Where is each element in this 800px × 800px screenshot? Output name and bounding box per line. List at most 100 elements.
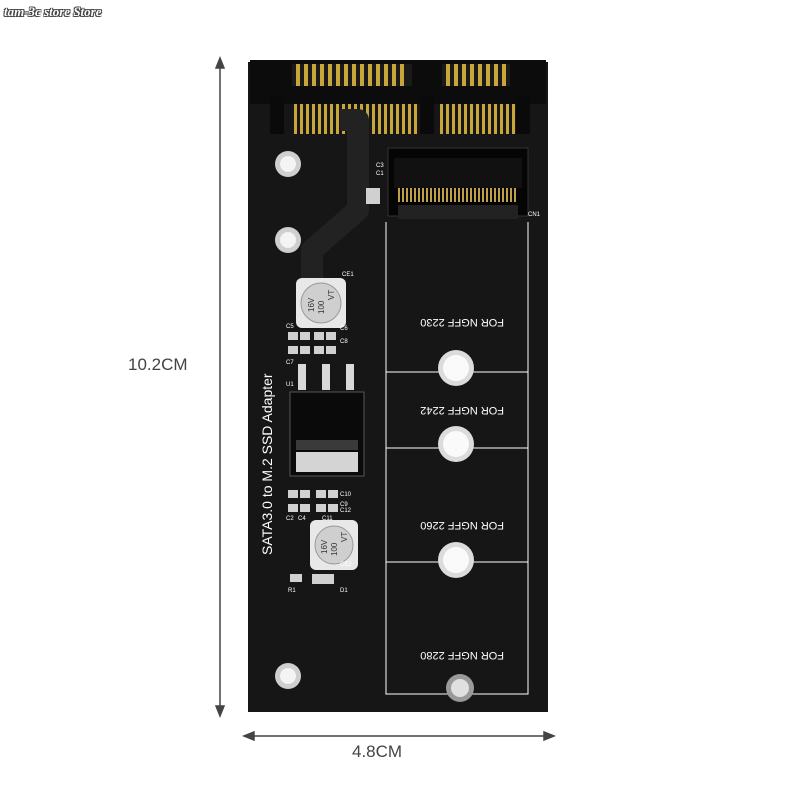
ce1-text-vt: VT [327,290,336,300]
connector-pin [320,64,324,86]
connector-pin [378,104,381,134]
connector-pin [486,64,490,86]
connector-pin [446,64,450,86]
connector-pin [318,104,321,134]
slot-label-2242: FOR NGFF 2242 [420,404,504,416]
ce2-text-100: 100 [330,542,339,556]
connector-pin [438,188,440,202]
connector-pin [294,104,297,134]
connector-pin [440,104,443,134]
designator-c4: C4 [298,516,306,522]
connector-pin [324,104,327,134]
board-title: SATA3.0 to M.2 SSD Adapter [259,373,275,555]
designator-c12: C12 [340,508,352,514]
connector-pin [446,188,448,202]
connector-pin [514,188,516,202]
connector-pin [478,188,480,202]
connector-pin [330,104,333,134]
width-dimension-label: 4.8CM [352,742,403,761]
connector-pin [406,188,408,202]
connector-pin [414,188,416,202]
store-watermark: tam-3c store Store [4,4,102,19]
height-dimension-line [214,55,226,719]
connector-pin [454,64,458,86]
connector-pin [486,188,488,202]
smd-components [288,188,380,584]
designator-c11: C11 [322,516,333,522]
connector-pin [344,64,348,86]
connector-pin [502,64,506,86]
designator-c6: C6 [340,326,348,332]
designator-c2: C2 [286,516,294,522]
slot-label-2280: FOR NGFF 2280 [420,649,504,661]
designator-u1: U1 [286,382,294,388]
connector-pin [360,64,364,86]
capacitor-ce2 [310,520,358,570]
connector-pin [418,188,420,202]
connector-pin [336,64,340,86]
connector-pin [476,104,479,134]
connector-pin [506,104,509,134]
connector-pin [454,188,456,202]
designator-d1: D1 [340,588,348,594]
connector-pin [434,188,436,202]
connector-pin [384,104,387,134]
designator-ce2: CE2 [340,562,352,568]
connector-pin [328,64,332,86]
connector-pin [506,188,508,202]
connector-pin [462,64,466,86]
connector-pin [452,104,455,134]
connector-pin [482,104,485,134]
connector-pin [488,104,491,134]
connector-pin [494,64,498,86]
width-dimension-line [241,730,557,742]
pcb-board: SATA3.0 to M.2 SSD Adapter FOR NGFF 2230… [248,60,548,712]
connector-pin [430,188,432,202]
designator-ce1: CE1 [342,272,354,278]
connector-pin [368,64,372,86]
ce2-text-16v: 16V [320,539,329,554]
connector-pin [510,188,512,202]
designator-c5: C5 [286,324,294,330]
connector-pin [392,64,396,86]
connector-pin [474,188,476,202]
connector-pin [376,64,380,86]
designator-c9: C9 [340,502,348,508]
slot-label-2230: FOR NGFF 2230 [420,316,504,328]
connector-pin [470,64,474,86]
connector-pin [502,188,504,202]
connector-pin [490,188,492,202]
connector-pin [500,104,503,134]
slot-label-2260: FOR NGFF 2260 [420,519,504,531]
capacitor-ce1 [296,278,346,328]
connector-pin [470,188,472,202]
connector-pin [450,188,452,202]
connector-pin [402,188,404,202]
connector-pin [312,64,316,86]
connector-pin [458,188,460,202]
connector-pin [512,104,515,134]
connector-pin [396,104,399,134]
connector-pin [498,188,500,202]
designator-r1: R1 [288,588,296,594]
connector-pin [402,104,405,134]
connector-pin [408,104,411,134]
connector-pin [398,188,400,202]
connector-pin [410,188,412,202]
designator-c8: C8 [340,339,348,345]
ce2-text-vt: VT [340,532,349,542]
designator-c10: C10 [340,492,352,498]
connector-pin [336,104,339,134]
connector-pin [464,104,467,134]
connector-pin [470,104,473,134]
connector-pin [372,104,375,134]
connector-pin [390,104,393,134]
connector-pin [442,188,444,202]
connector-pin [494,104,497,134]
connector-pin [300,104,303,134]
connector-pin [478,64,482,86]
connector-pin [352,64,356,86]
connector-pin [414,104,417,134]
designator-c3: C3 [376,163,384,169]
